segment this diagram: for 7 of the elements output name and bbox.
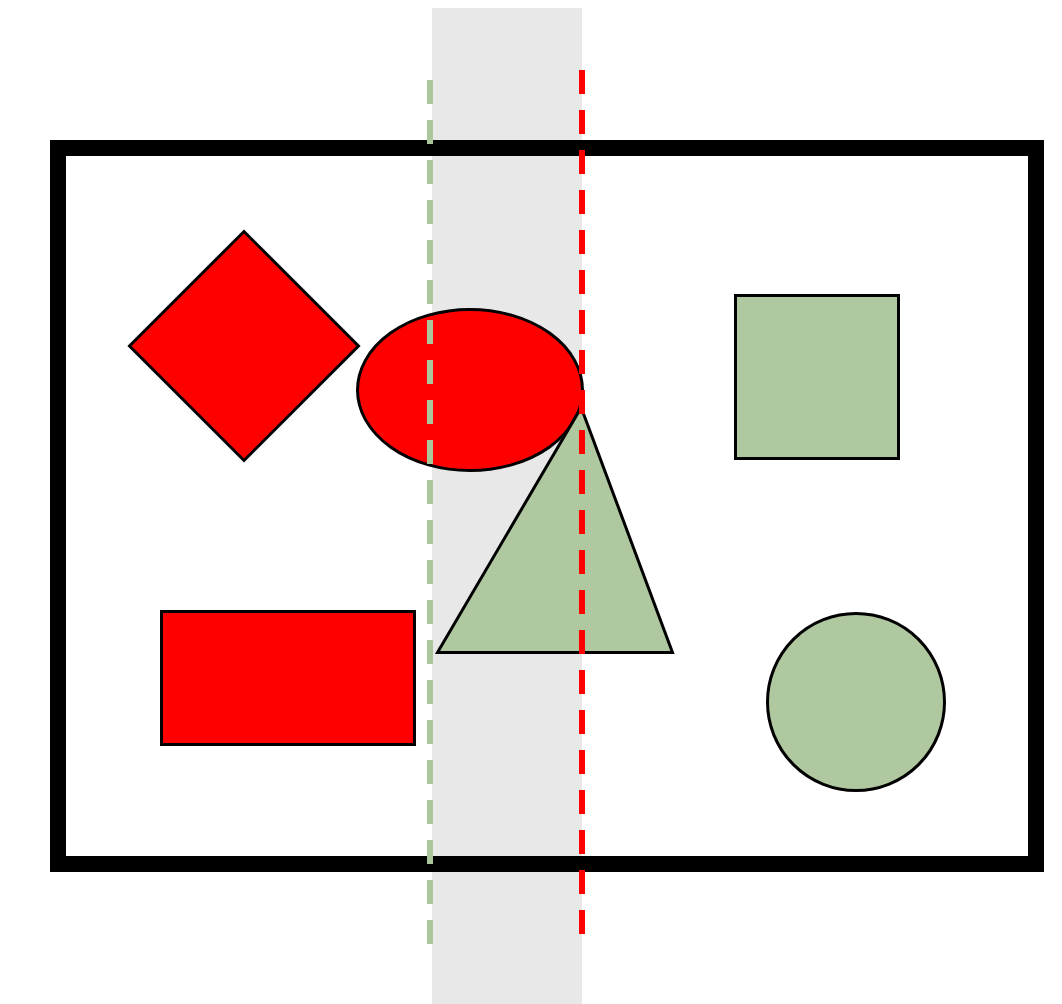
triangle [436, 406, 674, 654]
square [734, 294, 900, 460]
diamond [128, 230, 360, 462]
rectangle [160, 610, 416, 746]
circle [766, 612, 946, 792]
ellipse [356, 308, 584, 472]
frame [50, 140, 1044, 872]
